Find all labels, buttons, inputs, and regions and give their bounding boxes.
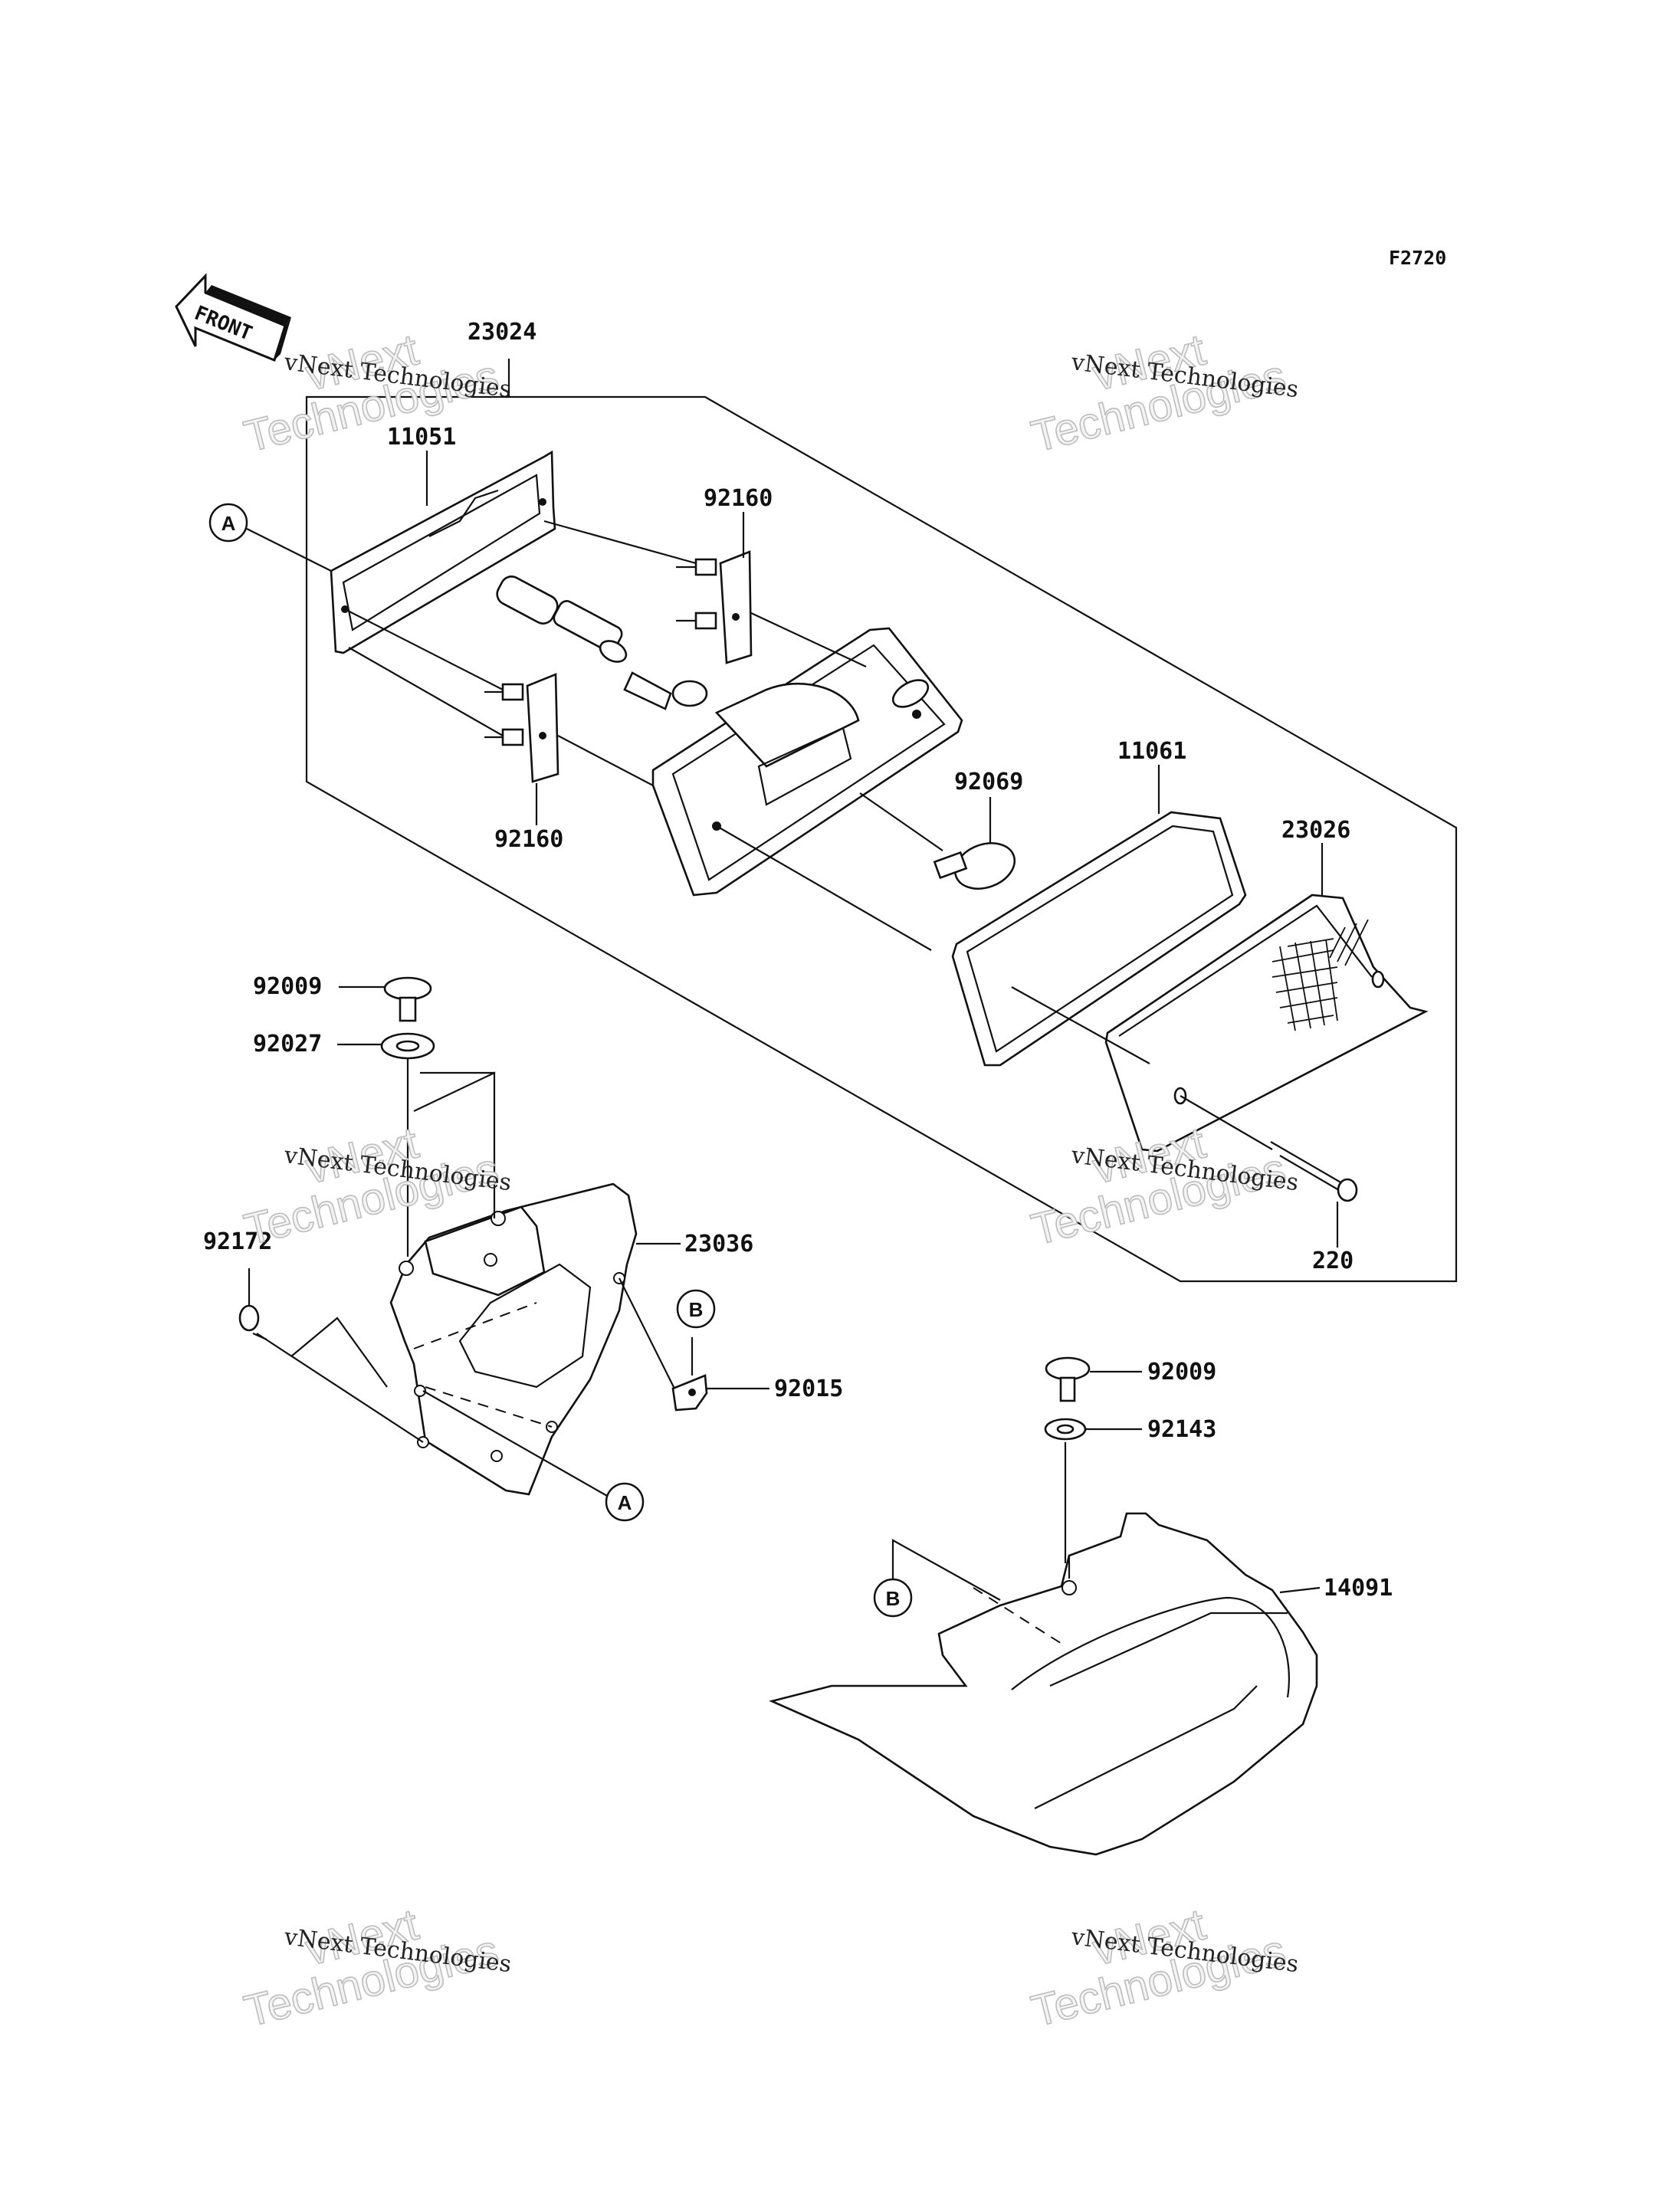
svg-text:92009: 92009	[253, 973, 322, 1000]
label-92143: 92143	[1147, 1416, 1216, 1443]
washer-92143	[1044, 1418, 1142, 1563]
svg-text:92009: 92009	[1147, 1359, 1216, 1385]
screw-92160-top	[676, 550, 753, 664]
mount-lines-left	[406, 1059, 496, 1257]
label-14091: 14091	[1324, 1575, 1393, 1602]
diagram-code: F2720	[1389, 247, 1446, 269]
screw-92160-bottom	[484, 673, 559, 783]
cover-14091	[769, 1512, 1318, 1856]
label-11051: 11051	[387, 424, 456, 506]
watermark-top-right: vNext Technologies vNext Technologies	[1026, 324, 1300, 463]
svg-text:11061: 11061	[1117, 738, 1186, 765]
label-11061: 11061	[1117, 738, 1186, 814]
watermark-bottom-left: vNext Technologies vNext Technologies	[239, 1899, 513, 2038]
svg-text:92143: 92143	[1147, 1416, 1216, 1443]
socket-wire-harness	[496, 575, 708, 710]
washer-92027	[337, 1032, 435, 1060]
watermark-bottom-right: vNext Technologies vNext Technologies	[1026, 1899, 1300, 2038]
label-92172: 92172	[203, 1228, 272, 1255]
svg-text:B: B	[689, 1298, 704, 1321]
label-23024: 23024	[468, 319, 536, 346]
gasket-11061	[951, 811, 1247, 1067]
label-92009-right: 92009	[1147, 1359, 1216, 1385]
svg-text:92172: 92172	[203, 1228, 272, 1255]
svg-text:23036: 23036	[684, 1231, 753, 1258]
label-92160-top: 92160	[704, 485, 773, 558]
screw-92009-right	[1045, 1356, 1142, 1402]
callout-b-right: B	[873, 1578, 913, 1618]
svg-text:11051: 11051	[387, 424, 456, 451]
front-arrow-icon: FRONT	[175, 273, 291, 362]
svg-text:92160: 92160	[704, 485, 773, 512]
nut-92015	[619, 1277, 769, 1412]
callout-a-bottom: A	[422, 1390, 645, 1522]
svg-text:A: A	[221, 512, 236, 535]
callout-a-top: A	[208, 503, 332, 572]
screw-220	[1011, 986, 1358, 1202]
explode-lines-top	[344, 520, 932, 951]
tail-lamp-assembly-group	[305, 359, 1458, 1283]
label-92015: 92015	[774, 1376, 843, 1402]
svg-text:23024: 23024	[468, 319, 536, 346]
svg-text:23026: 23026	[1281, 817, 1350, 844]
svg-text:220: 220	[1312, 1248, 1354, 1274]
svg-text:92069: 92069	[954, 769, 1023, 795]
callout-b-left: B	[676, 1289, 716, 1329]
svg-text:14091: 14091	[1324, 1575, 1393, 1602]
svg-text:B: B	[886, 1587, 901, 1610]
svg-text:A: A	[618, 1491, 632, 1514]
watermark-middle-right: vNext Technologies vNext Technologies	[1026, 1117, 1300, 1256]
label-92009-left: 92009	[253, 973, 322, 1000]
bulb-92069	[859, 792, 1016, 890]
svg-text:92160: 92160	[494, 826, 563, 853]
label-23026: 23026	[1281, 817, 1350, 895]
svg-text:92027: 92027	[253, 1031, 322, 1058]
svg-text:92015: 92015	[774, 1376, 843, 1402]
label-220: 220	[1312, 1202, 1354, 1274]
bracket-23036	[389, 1182, 638, 1496]
base-plate-11051	[330, 450, 556, 654]
label-92069: 92069	[954, 769, 1023, 843]
screw-92009-left	[339, 976, 432, 1022]
label-92027: 92027	[253, 1031, 322, 1058]
label-23036: 23036	[636, 1231, 753, 1258]
label-92160-bottom: 92160	[494, 783, 563, 853]
lens-23026	[1104, 894, 1429, 1153]
lamp-housing	[651, 627, 963, 897]
screw-92172	[238, 1268, 424, 1443]
